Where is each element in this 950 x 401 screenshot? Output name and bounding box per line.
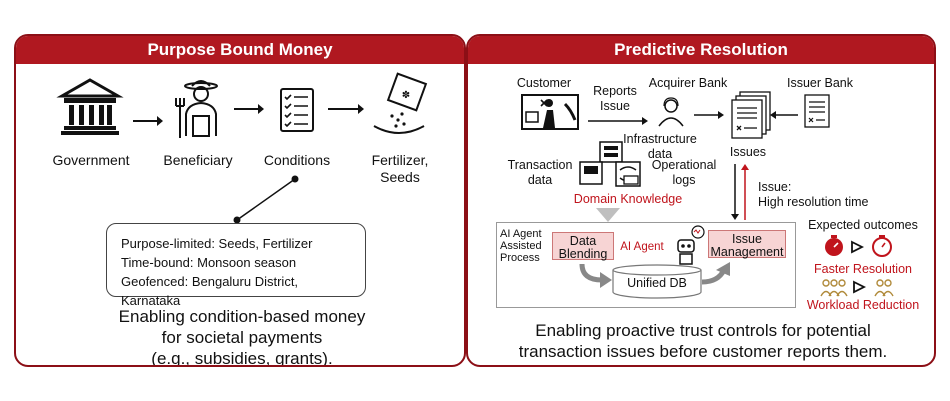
- domain-knowledge-label: Domain Knowledge: [573, 192, 683, 206]
- beneficiary-label: Beneficiary: [163, 152, 233, 168]
- panel-title: Predictive Resolution: [468, 36, 934, 64]
- fertilizer-icon: ✽: [373, 72, 428, 134]
- customer-icon: [521, 94, 579, 130]
- arrow-icon: [328, 104, 364, 114]
- flow-arrow-out: [701, 262, 730, 285]
- checklist-icon: [280, 88, 314, 132]
- customer-label: Customer: [516, 76, 572, 90]
- svg-text:✽: ✽: [402, 90, 410, 101]
- fertilizer-seeds-label: Fertilizer, Seeds: [371, 152, 429, 185]
- panel-title: Purpose Bound Money: [16, 36, 464, 64]
- arrow-icon: [694, 111, 724, 119]
- condition-geo: Geofenced: Bengaluru District, Karnataka: [121, 274, 299, 308]
- funnel-arrow: [596, 208, 620, 222]
- database-icon: [612, 264, 702, 299]
- arrow-icon: [234, 104, 264, 114]
- arrow-icon: [133, 116, 163, 126]
- issuer-document-icon: [804, 94, 830, 128]
- timer-icons: [825, 235, 892, 257]
- government-label: Government: [52, 152, 130, 168]
- bidirectional-arrows: [731, 164, 749, 220]
- ai-process-label: AI Agent Assisted Process: [500, 228, 542, 264]
- workload-icons: [820, 279, 894, 297]
- operational-logs-label: Operational logs: [651, 158, 717, 187]
- predictive-resolution-panel: Predictive Resolution Customer Reports I…: [466, 34, 936, 367]
- condition-time: Time-bound: Monsoon season: [121, 255, 297, 270]
- arrow-icon: [588, 117, 648, 125]
- government-icon: [56, 78, 124, 135]
- condition-purpose: Purpose-limited: Seeds, Fertilizer: [121, 236, 313, 251]
- issues-label: Issues: [729, 145, 767, 159]
- farmer-icon: [175, 80, 218, 138]
- left-caption: Enabling condition-based money for socie…: [118, 307, 366, 367]
- data-sources-icon: [579, 141, 641, 187]
- ai-agent-label: AI Agent: [620, 241, 664, 253]
- infrastructure-data-label: Infrastructure data: [623, 132, 697, 161]
- workload-reduction-label: Workload Reduction: [806, 298, 920, 312]
- acquirer-bank-label: Acquirer Bank: [648, 76, 728, 90]
- right-caption: Enabling proactive trust controls for po…: [518, 321, 888, 361]
- connector-line: [233, 175, 299, 224]
- issuer-bank-label: Issuer Bank: [786, 76, 853, 90]
- expected-outcomes-label: Expected outcomes: [808, 218, 918, 232]
- issue-management-box: Issue Management: [708, 230, 786, 259]
- agent-person-icon: [658, 97, 684, 127]
- flow-arrow-in: [579, 263, 612, 288]
- conditions-label: Conditions: [263, 152, 331, 168]
- issue-note: Issue: High resolution time: [758, 180, 869, 209]
- arrow-icon: [770, 111, 798, 119]
- issues-documents-icon: [731, 91, 771, 139]
- transaction-data-label: Transaction data: [507, 158, 573, 187]
- conditions-box: Purpose-limited: Seeds, Fertilizer Time-…: [106, 223, 366, 308]
- data-blending-box: Data Blending: [552, 232, 614, 261]
- unified-db-label: Unified DB: [627, 276, 687, 290]
- reports-issue-label: Reports Issue: [593, 84, 637, 113]
- faster-resolution-label: Faster Resolution: [814, 262, 912, 276]
- purpose-bound-money-panel: Purpose Bound Money: [14, 34, 466, 367]
- robot-icon: [677, 225, 705, 265]
